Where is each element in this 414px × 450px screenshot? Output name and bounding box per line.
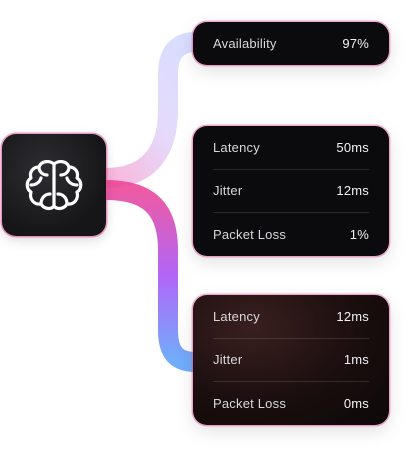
metric-label: Jitter	[213, 352, 243, 368]
metric-value: 1%	[349, 226, 369, 242]
metric-value: 1ms	[343, 352, 369, 368]
metric-card-secondary-link: Latency 12ms Jitter 1ms Packet Loss 0ms	[193, 295, 389, 425]
metric-label: Latency	[213, 139, 260, 155]
metric-label: Packet Loss	[213, 395, 287, 411]
metric-label: Packet Loss	[213, 226, 287, 242]
metric-row: Jitter 12ms	[213, 168, 369, 213]
metric-value: 50ms	[336, 139, 369, 155]
metric-row: Jitter 1ms	[213, 337, 369, 382]
metric-value: 0ms	[343, 395, 369, 411]
brain-hub-node	[2, 134, 106, 236]
connector-top	[105, 32, 197, 188]
connector-bottom	[105, 180, 197, 372]
metric-row: Latency 50ms	[213, 126, 369, 169]
metric-label: Jitter	[213, 183, 243, 199]
metric-label: Availability	[213, 35, 277, 51]
metric-card-primary-link: Latency 50ms Jitter 12ms Packet Loss 1%	[193, 126, 389, 256]
metric-value: 12ms	[336, 183, 369, 199]
metric-value: 12ms	[336, 308, 369, 324]
brain-icon	[25, 160, 83, 211]
metric-row: Packet Loss 1%	[213, 212, 369, 256]
metric-value: 97%	[342, 35, 369, 51]
metric-label: Latency	[213, 308, 260, 324]
metric-row: Availability 97%	[213, 22, 369, 65]
metric-card-availability: Availability 97%	[193, 22, 389, 65]
metric-row: Latency 12ms	[213, 295, 369, 338]
metric-row: Packet Loss 0ms	[213, 381, 369, 425]
